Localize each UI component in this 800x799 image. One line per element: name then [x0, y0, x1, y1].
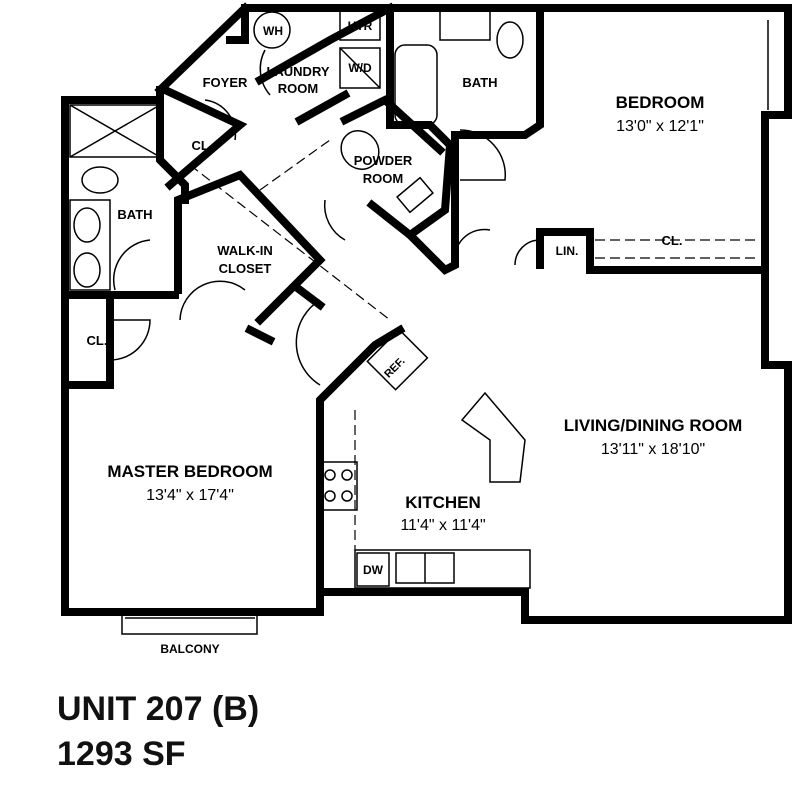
refrigerator [366, 328, 429, 391]
label-wh: WH [263, 24, 283, 38]
label-living: LIVING/DINING ROOM [564, 416, 743, 435]
label-ref: REF. [382, 355, 407, 380]
cooktop [319, 461, 358, 511]
bathtub-fixture [394, 44, 438, 126]
toilet-fixture [81, 166, 119, 194]
label-wd: W/D [348, 61, 372, 75]
living-dimensions: 13'11" x 18'10" [601, 441, 705, 458]
sink-fixture [439, 9, 491, 41]
master-dimensions: 13'4" x 17'4" [146, 487, 234, 504]
sink-fixture [73, 207, 101, 243]
bedroom-dimensions: 13'0" x 12'1" [616, 118, 704, 135]
unit-area: 1293 SF [57, 735, 186, 773]
label-powder-2: ROOM [363, 171, 403, 186]
label-master: MASTER BEDROOM [107, 462, 272, 481]
label-laundry-2: ROOM [278, 81, 318, 96]
label-bedroom: BEDROOM [616, 93, 705, 112]
dishwasher [356, 552, 390, 587]
fixtures [69, 9, 786, 635]
label-kitchen: KITCHEN [405, 493, 481, 512]
label-foyer: FOYER [203, 75, 248, 90]
label-powder-1: POWDER [354, 153, 413, 168]
doors [109, 49, 541, 386]
unit-title: UNIT 207 (B) [57, 690, 260, 728]
label-laundry-1: LAUNDRY [266, 64, 329, 79]
label-walkin-1: WALK-IN [217, 243, 273, 258]
room-labels: WH HTR W/D FOYER LAUNDRY ROOM BATH BEDRO… [87, 19, 743, 656]
sink-fixture [340, 130, 380, 170]
label-balcony: BALCONY [160, 642, 219, 656]
kitchen-island [460, 391, 526, 483]
label-cl-foyer: CL. [192, 138, 213, 153]
label-lin: LIN. [556, 244, 579, 258]
sink-fixture [73, 252, 101, 288]
shower-fixture [69, 104, 161, 158]
balcony-rail [121, 613, 258, 635]
label-dw: DW [363, 563, 384, 577]
label-cl-bedroom: CL. [662, 233, 683, 248]
label-htr: HTR [348, 19, 373, 33]
label-walkin-2: CLOSET [219, 261, 272, 276]
walls [61, 2, 792, 624]
label-bath-top: BATH [462, 75, 497, 90]
toilet-fixture [496, 21, 524, 59]
kitchen-dimensions: 11'4" x 11'4" [400, 517, 485, 534]
water-heater [253, 11, 291, 49]
label-bath-master: BATH [117, 207, 152, 222]
label-cl-master: CL. [87, 333, 108, 348]
